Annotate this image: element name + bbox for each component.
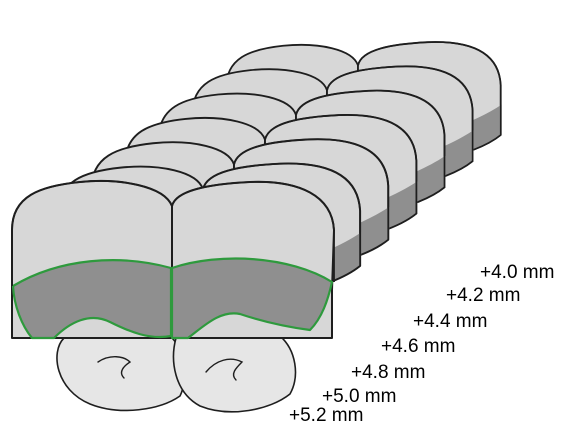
olfactory-bulbs: [57, 327, 295, 412]
slice-label-4-2: +4.2 mm: [446, 286, 520, 305]
front-slice: [12, 181, 334, 338]
slice-label-4-6: +4.6 mm: [381, 337, 455, 356]
slice-label-5-2: +5.2 mm: [289, 406, 363, 425]
slice-label-4-4: +4.4 mm: [413, 312, 487, 331]
slice-label-5-0: +5.0 mm: [322, 387, 396, 406]
slice-label-4-0: +4.0 mm: [480, 263, 554, 282]
slice-label-4-8: +4.8 mm: [351, 363, 425, 382]
